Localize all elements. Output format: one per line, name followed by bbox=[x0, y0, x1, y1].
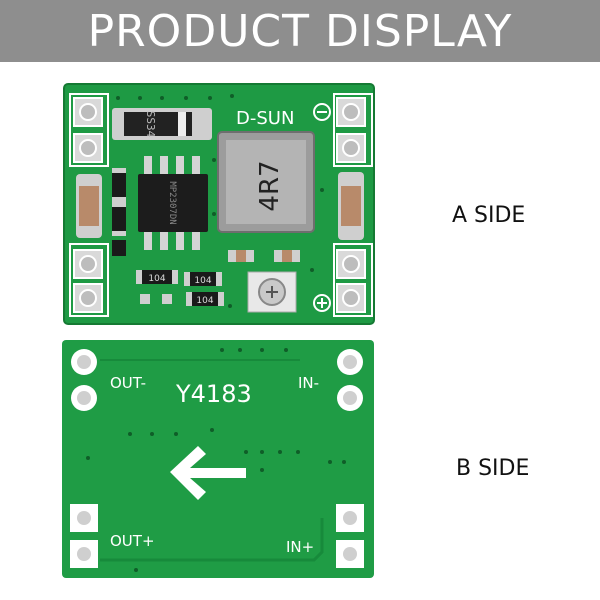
capacitor-right bbox=[338, 172, 364, 240]
out-plus-label: OUT+ bbox=[110, 532, 155, 550]
banner: PRODUCT DISPLAY bbox=[0, 0, 600, 62]
board-b-pcb bbox=[62, 340, 374, 578]
capacitor-left bbox=[76, 174, 102, 238]
potentiometer bbox=[247, 271, 297, 313]
resistor-104-c: 104 bbox=[186, 292, 224, 306]
board-a: SS34 D-SUN 4R7 MP2307DN bbox=[63, 83, 375, 325]
resistor-marking-3: 104 bbox=[196, 296, 213, 306]
diode-ss34: SS34 bbox=[112, 108, 212, 140]
resistor-marking-1: 104 bbox=[148, 274, 165, 284]
out-minus-label: OUT- bbox=[110, 374, 146, 392]
in-minus-label: IN- bbox=[298, 374, 319, 392]
minus-mark-icon bbox=[313, 103, 331, 121]
resistor-marking-2: 104 bbox=[194, 276, 211, 286]
inductor-4r7: 4R7 bbox=[217, 131, 315, 233]
in-plus-label: IN+ bbox=[286, 538, 314, 556]
diode-marking: SS34 bbox=[144, 111, 157, 138]
ic-marking: MP2307DN bbox=[167, 181, 177, 224]
side-b-label: B SIDE bbox=[456, 456, 530, 481]
brand-label: D-SUN bbox=[236, 108, 294, 129]
resistor-104-a: 104 bbox=[136, 270, 178, 284]
arrow-left-icon bbox=[170, 446, 246, 500]
ic-chip: MP2307DN bbox=[138, 156, 208, 250]
side-a-label: A SIDE bbox=[452, 203, 526, 228]
board-a-left-pads bbox=[69, 93, 109, 317]
inductor-marking: 4R7 bbox=[255, 160, 285, 211]
model-label: Y4183 bbox=[175, 380, 252, 408]
resistor-104-b: 104 bbox=[184, 272, 222, 286]
board-b: OUT- Y4183 IN- OUT+ IN+ bbox=[62, 340, 374, 578]
plus-mark-icon bbox=[313, 294, 331, 312]
banner-title: PRODUCT DISPLAY bbox=[87, 5, 513, 57]
